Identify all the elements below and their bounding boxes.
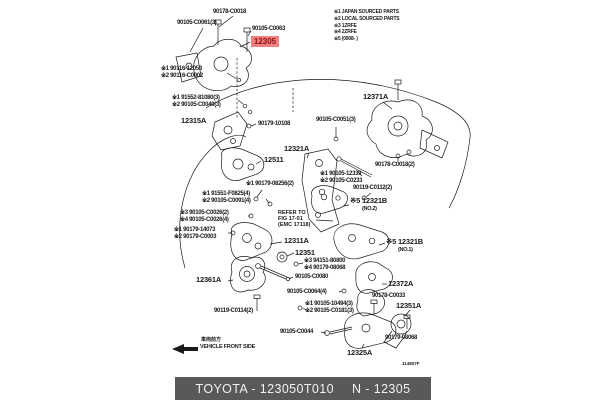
callout-90116-12053: ※1 90116-12053 xyxy=(161,66,202,72)
callout-12315a: 12315A xyxy=(181,116,207,125)
legend-item-1zrfe: ※3 1ZRFE xyxy=(334,23,357,29)
callout-90179-14073: ※1 90179-14073 xyxy=(174,227,216,233)
highlighted-part-12305[interactable]: 12305 xyxy=(251,36,279,47)
callout-90105-c0026-4: ※4 90105-C0026(4) xyxy=(180,217,229,223)
callout-90105-c0091: ※2 90105-C0091(4) xyxy=(202,198,251,204)
callout-90105-10494: ※1 90105-10494(3) xyxy=(305,301,353,307)
callout-90105-c0051: 90105-C0051(3) xyxy=(316,117,356,123)
callout-12325a: 12325A xyxy=(347,348,373,357)
vehicle-front-label-en: VEHICLE FRONT SIDE xyxy=(200,344,256,350)
callout-90178-c0033: 90178-C0033 xyxy=(372,293,406,299)
callout-12361a: 12361A xyxy=(196,275,222,284)
callout-90105-c0064: 90105-C0064(4) xyxy=(287,289,327,295)
callout-12511: 12511 xyxy=(264,155,284,164)
vehicle-front-arrow-icon xyxy=(172,344,198,354)
bracket-12511-drawing xyxy=(220,147,265,181)
callout-91551-f0825: ※1 91551-F0825(4) xyxy=(202,191,250,197)
callout-90119-c0112: 90119-C0112(2) xyxy=(353,185,392,191)
callout-90105-c0080: 90105-C0080 xyxy=(295,274,329,280)
mount-12371a-drawing xyxy=(333,79,449,161)
callout-12351: 12351 xyxy=(295,248,315,257)
callout-90179-08068-a: ※4 90179-08068 xyxy=(304,265,346,271)
callout-90116-c0002: ※2 90116-C0002 xyxy=(161,73,203,79)
callout-90105-c0063: 90105-C0063 xyxy=(252,26,286,32)
callout-90105-c0181: ※2 90105-C0181(3) xyxy=(305,308,354,314)
refer-note-line2: FIG 17-01 xyxy=(278,216,303,222)
callout-12321b-no1: ※5 12321B xyxy=(386,237,424,246)
callout-12321b-no2: ※5 12321B xyxy=(350,196,388,205)
callout-90105-c0040: ※2 90105-C0040(3) xyxy=(172,102,221,108)
cluster-bottom-right-drawing xyxy=(320,261,412,349)
mount-12361a-drawing xyxy=(227,256,266,311)
legend-item-japan-sourced: ※1 JAPAN SOURCED PARTS xyxy=(334,9,399,15)
callout-91552-81080: ※1 91552-81080(3) xyxy=(172,95,220,101)
footer-ref: N - 12305 xyxy=(351,381,411,396)
callout-90105-c0026-2: ※3 90105-C0026(2) xyxy=(180,210,229,216)
callout-90105-c0233: ※2 90105-C0233 xyxy=(320,178,363,184)
callout-94151-80800: ※3 94151-80800 xyxy=(304,258,346,264)
callout-12351a: 12351A xyxy=(396,301,422,310)
figure-code: 114807F xyxy=(402,361,420,366)
refer-note-line1: REFER TO xyxy=(278,210,306,216)
callout-12372a: 12372A xyxy=(388,279,414,288)
callout-90179-08068-b: 90179-08068 xyxy=(385,335,418,341)
vehicle-front-label-jp: 車両前方 xyxy=(201,337,222,343)
callout-12311a: 12311A xyxy=(284,236,309,245)
engine-contours xyxy=(179,79,471,269)
footer-brand-part: TOYOTA - 123050T010 xyxy=(195,381,334,396)
callout-90178-c0018: 90178-C0018 xyxy=(213,9,247,15)
legend-item-date-range: ※5 (0908- ) xyxy=(334,36,358,42)
callout-90178-c0018-2: 90178-C0018(2) xyxy=(375,162,415,168)
bracket-12321b-no1-drawing xyxy=(333,223,390,260)
callout-90105-c0044: 90105-C0044 xyxy=(280,329,314,335)
callout-90179-10108: 90179-10108 xyxy=(258,121,291,127)
callout-90119-c0114: 90119-C0114(2) xyxy=(214,308,253,314)
footer-bar: TOYOTA - 123050T010 N - 12305 xyxy=(175,377,431,400)
mount-12305-drawing xyxy=(175,15,294,118)
cluster-12311a-drawing xyxy=(230,222,347,311)
bracket-12321b-no2-drawing xyxy=(311,185,350,222)
callout-90179-08256: ※1 90179-08256(2) xyxy=(246,181,294,187)
bracket-12321a-drawing xyxy=(301,148,373,233)
small-fastener-leaders xyxy=(228,189,273,236)
callout-12321b-no2-sub: (NO.2) xyxy=(362,206,377,212)
callout-12371a: 12371A xyxy=(363,92,389,101)
legend-item-2zrfe: ※4 2ZRFE xyxy=(334,29,357,35)
legend-item-local-sourced: ※2 LOCAL SOURCED PARTS xyxy=(334,16,400,22)
bracket-12315a-drawing xyxy=(211,99,257,151)
callout-90105-12339: ※1 90105-12339 xyxy=(320,171,362,177)
callout-90179-c0003: ※2 90179-C0003 xyxy=(174,234,217,240)
refer-note-line3: (EMC 17118) xyxy=(278,222,311,228)
callout-12321a: 12321A xyxy=(284,144,310,153)
callout-12321b-no1-sub: (NO.1) xyxy=(398,247,413,253)
callout-90105-c0061: 90105-C0061(3) xyxy=(177,20,217,26)
